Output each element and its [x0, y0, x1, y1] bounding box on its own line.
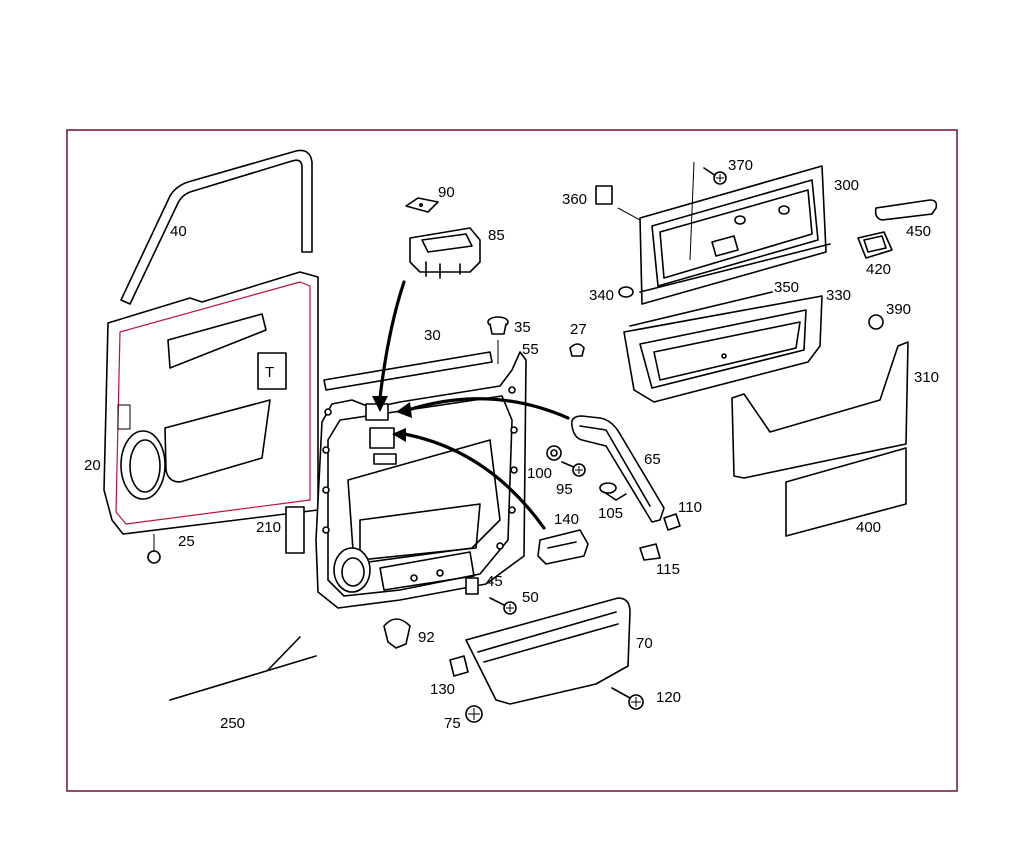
- part-27-rivet[interactable]: [569, 343, 585, 357]
- part-420-bezel[interactable]: [857, 231, 893, 259]
- part-70-pocket[interactable]: [465, 597, 631, 705]
- callout-340: 340: [589, 287, 614, 304]
- part-100-washer[interactable]: [546, 445, 562, 461]
- callout-40: 40: [170, 223, 187, 240]
- callout-90: 90: [438, 184, 455, 201]
- part-370-screw[interactable]: [689, 161, 727, 261]
- callout-390: 390: [886, 301, 911, 318]
- callout-330: 330: [826, 287, 851, 304]
- callout-92: 92: [418, 629, 435, 646]
- callout-350: 350: [774, 279, 799, 296]
- part-75-cap[interactable]: [465, 705, 483, 723]
- part-45-clip[interactable]: [465, 577, 479, 595]
- callout-27: 27: [570, 321, 587, 338]
- part-30-strip[interactable]: [323, 351, 493, 391]
- callout-45: 45: [486, 573, 503, 590]
- part-35-clip[interactable]: [487, 316, 509, 335]
- callout-75: 75: [444, 715, 461, 732]
- callout-20: 20: [84, 457, 101, 474]
- callout-310: 310: [914, 369, 939, 386]
- assembly-arrows: [372, 280, 570, 530]
- part-400-pad[interactable]: [785, 447, 907, 537]
- callout-450: 450: [906, 223, 931, 240]
- part-85-switch-housing[interactable]: [409, 227, 481, 279]
- callout-140: 140: [554, 511, 579, 528]
- part-330-storage-box[interactable]: [623, 291, 823, 403]
- part-130-clip[interactable]: [449, 655, 469, 677]
- callout-370: 370: [728, 157, 753, 174]
- diagram-frame: [66, 129, 958, 792]
- part-300-trim-panel[interactable]: [639, 165, 831, 305]
- part-50-screw[interactable]: [489, 597, 517, 615]
- callout-55: 55: [522, 341, 539, 358]
- callout-120: 120: [656, 689, 681, 706]
- part-90-cover[interactable]: [405, 197, 439, 213]
- callout-130: 130: [430, 681, 455, 698]
- part-340-grommet[interactable]: [618, 286, 634, 298]
- callout-115: 115: [656, 561, 680, 578]
- callout-400: 400: [856, 519, 881, 536]
- part-110-bracket[interactable]: [663, 513, 681, 531]
- callout-95: 95: [556, 481, 573, 498]
- part-390-clip[interactable]: [868, 314, 884, 330]
- callout-300: 300: [834, 177, 859, 194]
- callout-65: 65: [644, 451, 661, 468]
- part-310-trim[interactable]: [731, 341, 909, 479]
- callout-110: 110: [678, 499, 702, 516]
- part-450-handle[interactable]: [874, 199, 938, 221]
- callout-50: 50: [522, 589, 539, 606]
- callout-70: 70: [636, 635, 653, 652]
- callout-420: 420: [866, 261, 891, 278]
- part-140-handle[interactable]: [537, 529, 589, 565]
- callout-210: 210: [256, 519, 281, 536]
- callout-85: 85: [488, 227, 505, 244]
- part-95-screw[interactable]: [561, 461, 586, 477]
- part-105-bolt[interactable]: [599, 482, 627, 501]
- callout-labels: 40 20 25 210 250 90 85 30 35 55 27 100 9…: [84, 157, 939, 732]
- callout-35: 35: [514, 319, 531, 336]
- part-250-cable[interactable]: [169, 636, 317, 701]
- part-210-pad[interactable]: [285, 506, 305, 554]
- part-20-door-card[interactable]: T: [103, 271, 319, 535]
- part-65-armrest[interactable]: [570, 415, 665, 523]
- part-360-clip[interactable]: [595, 185, 641, 221]
- part-115-grommet[interactable]: [639, 543, 661, 561]
- panel-marker-text: T: [265, 364, 274, 381]
- callout-100: 100: [527, 465, 552, 482]
- part-25-plug[interactable]: [147, 534, 161, 564]
- part-120-screw[interactable]: [611, 687, 644, 710]
- callout-250: 250: [220, 715, 245, 732]
- main-inner-panel[interactable]: [315, 351, 527, 609]
- callout-25: 25: [178, 533, 195, 550]
- callout-105: 105: [598, 505, 623, 522]
- panel-marker-box: [257, 352, 287, 390]
- part-92-plug[interactable]: [383, 618, 411, 649]
- part-40-window-seal[interactable]: [120, 149, 313, 305]
- callout-30: 30: [424, 327, 441, 344]
- callout-360: 360: [562, 191, 587, 208]
